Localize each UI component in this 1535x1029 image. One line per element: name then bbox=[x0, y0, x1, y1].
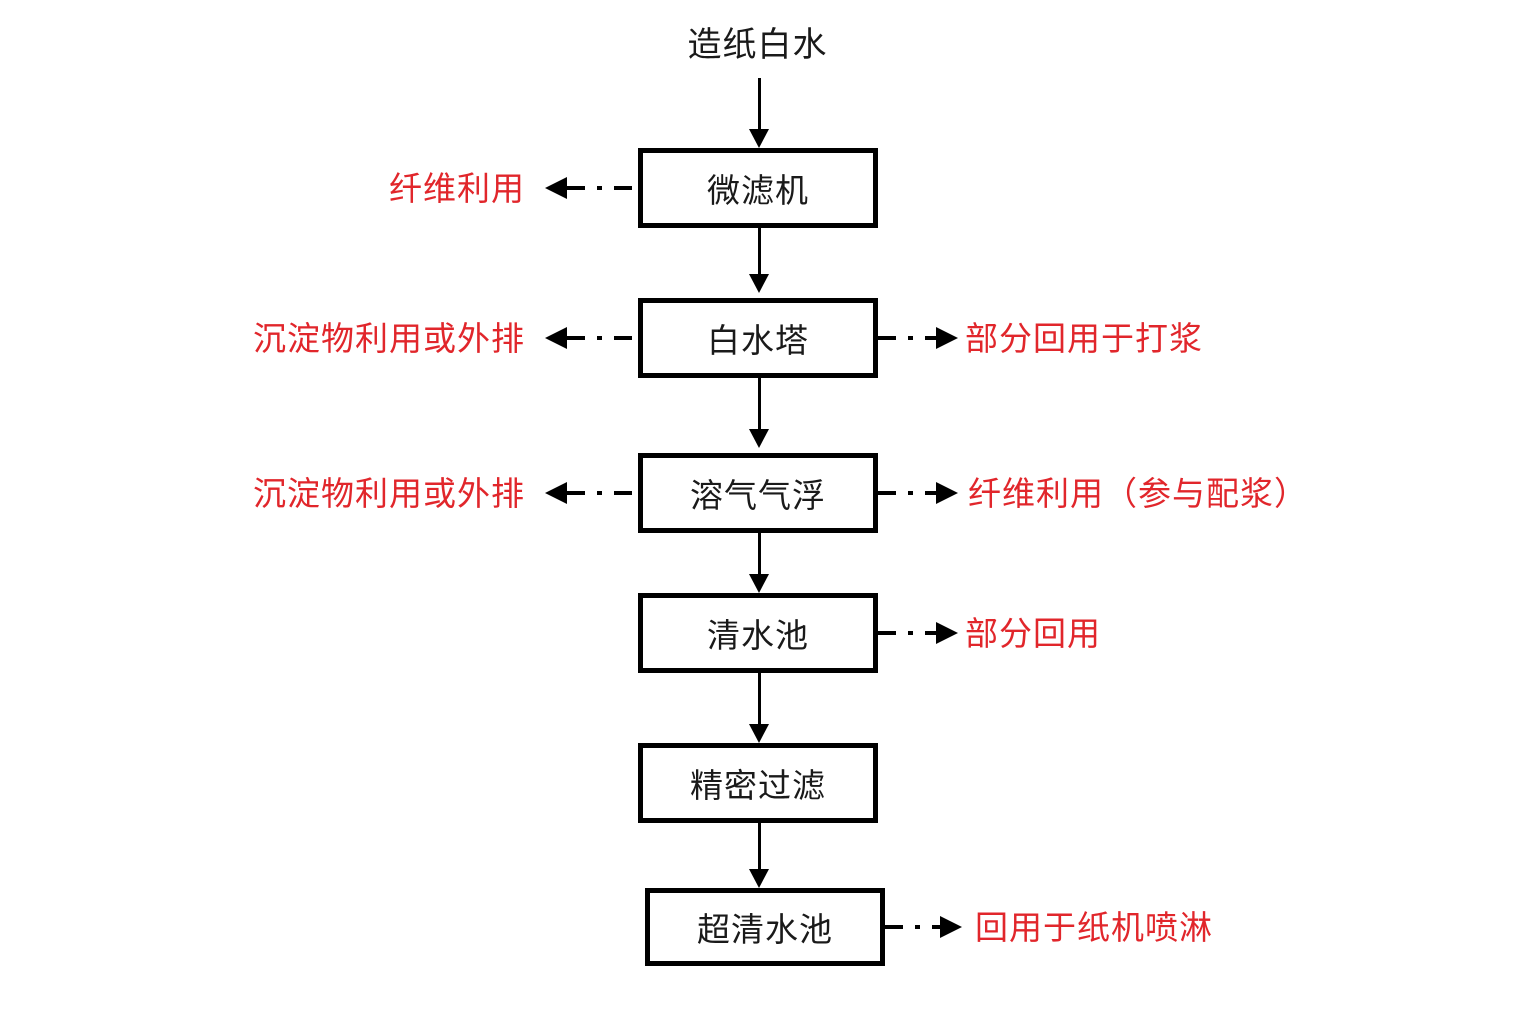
connector-ultra-clear-water-pool-right bbox=[885, 914, 962, 940]
arrow-head-left-icon bbox=[545, 327, 567, 349]
arrow-head-right-icon bbox=[940, 916, 962, 938]
arrow-shaft bbox=[758, 673, 761, 725]
process-box-clear-water-pool[interactable]: 清水池 bbox=[638, 593, 878, 673]
arrow-head-left-icon bbox=[545, 177, 567, 199]
arrow-head-right-icon bbox=[936, 327, 958, 349]
dash-dot-line bbox=[567, 491, 640, 495]
output-label-clear-water-pool-right: 部分回用 bbox=[965, 614, 1101, 653]
arrow-shaft bbox=[758, 228, 761, 275]
arrow-head-down-icon bbox=[749, 574, 769, 593]
arrow-shaft bbox=[758, 78, 761, 130]
connector-dissolved-air-flotation-right bbox=[878, 480, 958, 506]
arrow-head-down-icon bbox=[749, 274, 769, 293]
dash-dot-line bbox=[567, 186, 640, 190]
process-box-precision-filtration[interactable]: 精密过滤 bbox=[638, 743, 878, 823]
process-box-white-water-tower[interactable]: 白水塔 bbox=[638, 298, 878, 378]
arrow-head-right-icon bbox=[936, 482, 958, 504]
process-box-ultra-clear-water-pool[interactable]: 超清水池 bbox=[645, 888, 885, 966]
connector-dissolved-air-flotation-left bbox=[545, 480, 640, 506]
dash-dot-line bbox=[885, 925, 940, 929]
output-label-white-water-tower-left: 沉淀物利用或外排 bbox=[253, 319, 525, 358]
connector-white-water-tower-right bbox=[878, 325, 958, 351]
inflow-label: 造纸白水 bbox=[687, 25, 828, 65]
arrow-head-left-icon bbox=[545, 482, 567, 504]
output-label-microfilter-left: 纤维利用 bbox=[389, 169, 525, 208]
process-box-microfilter[interactable]: 微滤机 bbox=[638, 148, 878, 228]
arrow-shaft bbox=[758, 378, 761, 430]
connector-clear-water-pool-right bbox=[878, 620, 958, 646]
arrow-head-right-icon bbox=[936, 622, 958, 644]
output-label-dissolved-air-flotation-left: 沉淀物利用或外排 bbox=[253, 474, 525, 513]
connector-white-water-tower-left bbox=[545, 325, 640, 351]
arrow-head-down-icon bbox=[749, 429, 769, 448]
arrow-shaft bbox=[758, 533, 761, 575]
connector-microfilter-left bbox=[545, 175, 640, 201]
arrow-head-down-icon bbox=[749, 869, 769, 888]
arrow-shaft bbox=[758, 823, 761, 870]
output-label-white-water-tower-right: 部分回用于打浆 bbox=[965, 319, 1203, 358]
dash-dot-line bbox=[878, 631, 936, 635]
dash-dot-line bbox=[878, 336, 936, 340]
arrow-head-down-icon bbox=[749, 129, 769, 148]
dash-dot-line bbox=[567, 336, 640, 340]
output-label-dissolved-air-flotation-right: 纤维利用（参与配浆） bbox=[968, 474, 1308, 513]
dash-dot-line bbox=[878, 491, 936, 495]
process-box-dissolved-air-flotation[interactable]: 溶气气浮 bbox=[638, 453, 878, 533]
arrow-head-down-icon bbox=[749, 724, 769, 743]
output-label-ultra-clear-water-pool-right: 回用于纸机喷淋 bbox=[975, 908, 1213, 947]
